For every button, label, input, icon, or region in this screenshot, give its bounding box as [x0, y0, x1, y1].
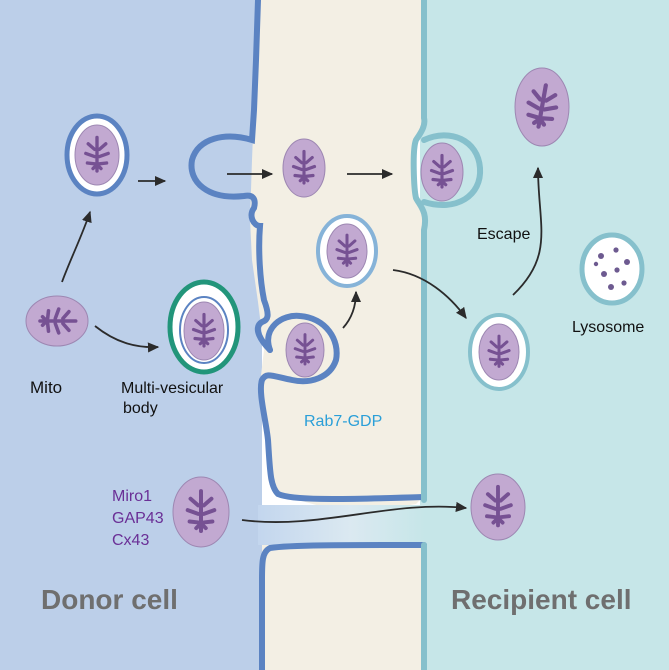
mito-uptake: [420, 142, 464, 202]
label-mito: Mito: [30, 378, 62, 397]
tunnelling-nanotube: [258, 505, 426, 545]
label-recipient-cell: Recipient cell: [451, 584, 632, 615]
lysosome-contents: [593, 247, 630, 290]
label-mvb-line2: body: [123, 400, 158, 417]
arrows: [61, 166, 544, 523]
extracellular-space-lower: [262, 544, 424, 670]
mito-free: [25, 295, 89, 347]
lysosome: [579, 232, 645, 306]
arrow-bud-to-ev: [342, 290, 362, 329]
label-protein-miro1: Miro1: [112, 488, 152, 505]
mito-recipient-tunnel: [470, 473, 526, 541]
label-protein-cx43: Cx43: [112, 532, 149, 549]
recipient-membrane-bud: [421, 132, 484, 208]
mito-budding: [285, 322, 325, 378]
label-mvb-line1: Multi-vesicular: [121, 380, 224, 397]
arrow-ev-to-endosome: [392, 269, 467, 320]
arrow-mito-to-mvb: [94, 325, 160, 353]
donor-membrane-bud: [257, 312, 427, 502]
mito-extracellular: [282, 138, 326, 198]
mito-mvb: [183, 301, 225, 361]
mito-extracellular-vesicle: [326, 223, 368, 279]
label-protein-gap43: GAP43: [112, 510, 164, 527]
donor-membrane-upper: [188, 0, 273, 353]
label-lysosome: Lysosome: [572, 319, 644, 336]
arrow-escape: [512, 166, 544, 296]
mito-donor-tunnel: [172, 476, 230, 548]
mito-escaped: [514, 67, 570, 147]
donor-membrane-lower: [259, 542, 427, 670]
mito-vesicle-donor: [74, 124, 120, 186]
label-donor-cell: Donor cell: [41, 584, 178, 615]
mito-endosome: [478, 323, 520, 381]
arrow-mito-to-vesicle: [61, 210, 92, 283]
recipient-membrane-upper: [410, 0, 428, 503]
label-escape: Escape: [477, 226, 530, 243]
label-rab7: Rab7-GDP: [304, 413, 382, 430]
arrow-tunnel-transfer: [241, 501, 468, 523]
